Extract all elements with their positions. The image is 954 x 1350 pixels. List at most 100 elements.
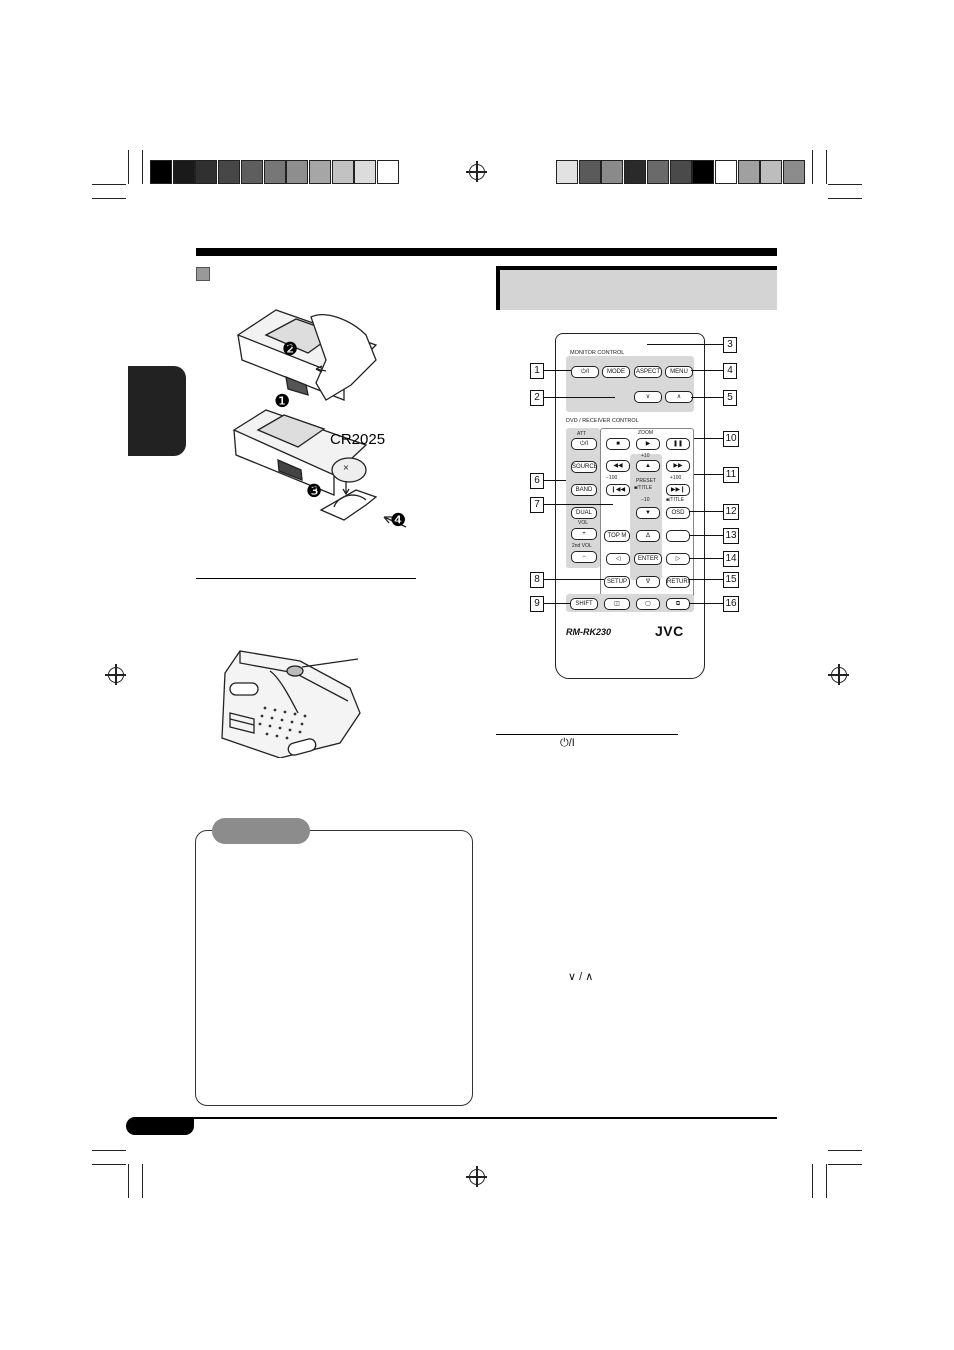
right-cursor-button[interactable]: ▷ — [666, 553, 690, 565]
plus100-label: +100 — [670, 475, 682, 481]
registration-mark-icon — [828, 664, 849, 685]
stop-button[interactable]: ■ — [606, 438, 630, 450]
rewind-button[interactable]: ◀◀ — [606, 460, 630, 472]
play-button[interactable]: ▶ — [636, 438, 660, 450]
color-swatch — [331, 160, 354, 184]
title-label: ■/TITLE — [634, 485, 653, 491]
delta-button[interactable]: Δ — [636, 530, 660, 542]
color-swatch — [692, 160, 715, 184]
color-swatch — [669, 160, 692, 184]
menu-button[interactable]: MENU — [665, 366, 693, 378]
color-swatch — [218, 160, 241, 184]
side-tab — [128, 366, 186, 456]
registration-mark-icon — [466, 1166, 487, 1187]
step-2: ❷ — [282, 339, 298, 360]
band-button[interactable]: BAND — [571, 484, 597, 496]
registration-mark-icon — [105, 664, 126, 685]
monitor-control-panel — [566, 356, 694, 412]
color-swatch — [377, 160, 399, 184]
blank-button[interactable] — [666, 530, 690, 542]
color-swatch — [240, 160, 263, 184]
vol-label: VOL — [578, 520, 589, 526]
svg-text:×: × — [343, 463, 350, 472]
section-divider-right — [496, 734, 678, 735]
title-label-2: ■/TITLE — [666, 497, 685, 503]
callout-10: 10 — [723, 431, 739, 447]
battery-type-label: CR2025 — [330, 431, 385, 448]
att-label: ATT — [577, 431, 587, 437]
vol-down-button[interactable]: − — [571, 551, 597, 563]
subtitle-button[interactable]: ◫ — [604, 598, 630, 610]
shift-button[interactable]: SHIFT — [570, 598, 598, 610]
section-bullet — [196, 267, 210, 281]
aspect-button[interactable]: ASPECT — [634, 366, 662, 378]
setup-button[interactable]: SETUP — [604, 576, 630, 588]
dvd-receiver-control-label: DVD / RECEIVER CONTROL — [566, 418, 639, 424]
section-heading-box — [496, 266, 777, 310]
zoom-label: ZOOM — [638, 430, 653, 436]
top-menu-button[interactable]: TOP M — [604, 530, 630, 542]
caution-box-heading — [212, 818, 310, 844]
nabla-button[interactable]: ∇ — [636, 576, 660, 588]
color-swatch — [601, 160, 624, 184]
next-button[interactable]: ▶▶❙ — [666, 484, 690, 496]
plus10-label: +10 — [641, 453, 650, 459]
left-cursor-button[interactable]: ◁ — [606, 553, 630, 565]
callout-6: 6 — [530, 473, 544, 489]
fast-forward-button[interactable]: ▶▶ — [666, 460, 690, 472]
remote-sensor-illustration — [221, 650, 361, 758]
receiver-power-button[interactable]: ⏻/I — [571, 438, 597, 450]
pause-button[interactable]: ❚❚ — [666, 438, 690, 450]
2nd-vol-label: 2nd VOL — [572, 543, 592, 549]
registration-mark-icon — [466, 161, 487, 182]
return-button[interactable]: RETURN — [666, 576, 690, 588]
color-swatch — [760, 160, 783, 184]
caution-box — [195, 830, 473, 1106]
callout-15: 15 — [723, 572, 739, 588]
color-swatch — [354, 160, 377, 184]
color-swatch — [172, 160, 195, 184]
color-swatch — [308, 160, 331, 184]
footer-rule — [194, 1117, 777, 1119]
dual-button[interactable]: DUAL — [571, 507, 597, 519]
jvc-logo: JVC — [655, 623, 684, 639]
callout-16: 16 — [723, 596, 739, 612]
step-4: ❹ — [390, 510, 406, 531]
callout-2: 2 — [530, 390, 544, 406]
previous-button[interactable]: ❙◀◀ — [606, 484, 630, 496]
vol-up-button[interactable]: + — [571, 528, 597, 540]
step-3: ❸ — [306, 481, 322, 502]
preset-label: PRESET — [636, 478, 657, 484]
color-swatch — [646, 160, 669, 184]
monitor-power-button[interactable]: ⏻/I — [571, 366, 599, 378]
step-1: ❶ — [274, 391, 290, 412]
monitor-up-button[interactable]: ∧ — [665, 391, 693, 403]
callout-4: 4 — [723, 363, 737, 379]
color-swatch — [150, 160, 172, 184]
up-cursor-button[interactable]: ▲ — [636, 460, 660, 472]
callout-12: 12 — [723, 504, 739, 520]
angle-button[interactable]: ⧉ — [666, 598, 690, 610]
callout-7: 7 — [530, 497, 544, 513]
bottom-button-panel — [566, 594, 694, 612]
color-swatch — [556, 160, 578, 184]
monitor-control-label: MONITOR CONTROL — [570, 350, 625, 356]
osd-button[interactable]: OSD — [666, 507, 690, 519]
minus100-label: −100 — [606, 475, 618, 481]
color-swatch — [783, 160, 805, 184]
source-button[interactable]: SOURCE — [571, 461, 597, 473]
color-swatch — [195, 160, 218, 184]
callout-13: 13 — [723, 528, 739, 544]
audio-button[interactable]: ▢ — [636, 598, 660, 610]
color-swatch — [286, 160, 309, 184]
mode-button[interactable]: MODE — [602, 366, 630, 378]
enter-button[interactable]: ENTER — [634, 553, 662, 565]
monitor-down-button[interactable]: ∨ — [634, 391, 662, 403]
color-swatch — [714, 160, 737, 184]
down-cursor-button[interactable]: ▼ — [636, 507, 660, 519]
section-divider — [196, 578, 416, 579]
power-button-reference: ⏻/I — [560, 737, 575, 749]
page-number-tab — [126, 1117, 194, 1135]
callout-9: 9 — [530, 596, 544, 612]
color-swatch — [578, 160, 601, 184]
